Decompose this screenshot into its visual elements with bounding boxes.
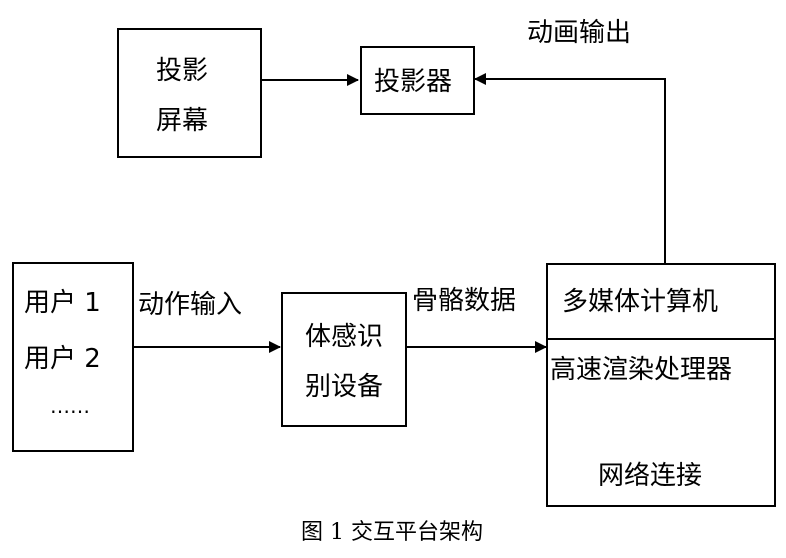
projection-screen-box: 投影 屏幕 [117, 28, 262, 158]
sensor-device-label-line1: 体感识 [305, 322, 384, 352]
users-box: 用户 1 用户 2 …… [12, 262, 134, 452]
projector-label: 投影器 [374, 67, 453, 97]
render-processor-label: 高速渲染处理器 [550, 355, 733, 385]
computer-to-projector-arrow [474, 73, 666, 264]
user-1-label: 用户 1 [24, 288, 101, 318]
multimedia-computer-header: 多媒体计算机 [562, 287, 719, 317]
multimedia-computer-box: 多媒体计算机 高速渲染处理器 网络连接 [546, 263, 776, 507]
network-connection-label: 网络连接 [598, 461, 703, 491]
projection-screen-label-line2: 屏幕 [156, 106, 209, 136]
projection-screen-label-line1: 投影 [156, 56, 209, 86]
skeleton-data-label: 骨骼数据 [412, 286, 517, 316]
user-2-label: 用户 2 [24, 344, 101, 374]
action-input-label: 动作输入 [138, 290, 243, 320]
sensor-device-label-line2: 别设备 [305, 372, 384, 402]
sensor-device-box: 体感识 别设备 [281, 292, 407, 427]
computer-divider [548, 338, 774, 340]
projector-box: 投影器 [360, 46, 475, 115]
figure-caption: 图 1 交互平台架构 [301, 520, 483, 545]
more-users-label: …… [50, 394, 90, 418]
animation-output-label: 动画输出 [527, 18, 632, 48]
